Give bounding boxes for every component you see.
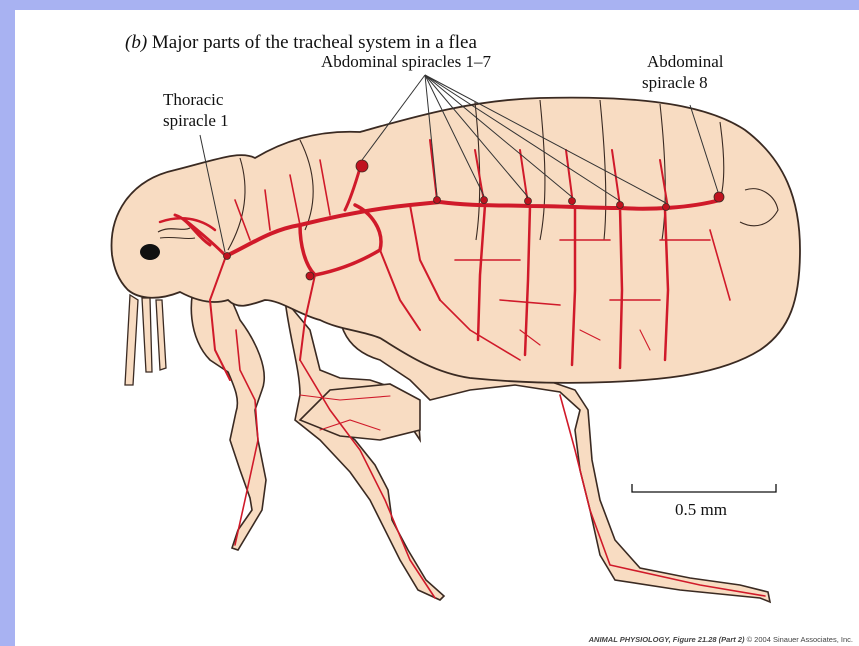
label-thoracic-line2: spiracle 1 [163, 111, 229, 130]
slide-frame-top-band [0, 0, 859, 10]
mesothoracic-spiracle [306, 272, 314, 280]
caption-text: Major parts of the tracheal system in a … [152, 32, 477, 53]
slide-canvas: (b) Major parts of the tracheal system i… [15, 10, 859, 646]
abdominal-spiracle-8 [714, 192, 724, 202]
abdominal-spiracle-6 [617, 202, 624, 209]
label-thoracic-line1: Thoracic [163, 90, 223, 109]
flea-illustration [15, 10, 859, 646]
abdominal-spiracle-5 [569, 198, 576, 205]
scale-bar [632, 484, 776, 492]
slide-frame-left-band [0, 0, 15, 646]
credit-rest: © 2004 Sinauer Associates, Inc. [744, 635, 853, 644]
credit-source: ANIMAL PHYSIOLOGY, Figure 21.28 (Part 2) [589, 635, 745, 644]
abdominal-spiracle-4 [525, 198, 532, 205]
mouthparts [125, 295, 166, 385]
label-abdominal-spiracles: Abdominal spiracles 1–7 [321, 52, 491, 71]
abdominal-spiracle-2 [434, 197, 441, 204]
abdominal-spiracle-7 [663, 204, 670, 211]
label-abdominal-spiracle-8-line2: spiracle 8 [642, 73, 708, 92]
eye [140, 244, 160, 260]
scale-bar-label: 0.5 mm [675, 500, 727, 519]
abdominal-spiracle-3 [481, 197, 488, 204]
caption-tag: (b) [125, 32, 147, 53]
abdominal-spiracle-1 [356, 160, 368, 172]
figure-credit: ANIMAL PHYSIOLOGY, Figure 21.28 (Part 2)… [589, 635, 853, 644]
label-abdominal-spiracle-8-line1: Abdominal [647, 52, 724, 71]
figure-caption: (b) Major parts of the tracheal system i… [125, 32, 477, 54]
front-leg [191, 268, 266, 550]
thoracic-spiracle-1 [224, 253, 231, 260]
